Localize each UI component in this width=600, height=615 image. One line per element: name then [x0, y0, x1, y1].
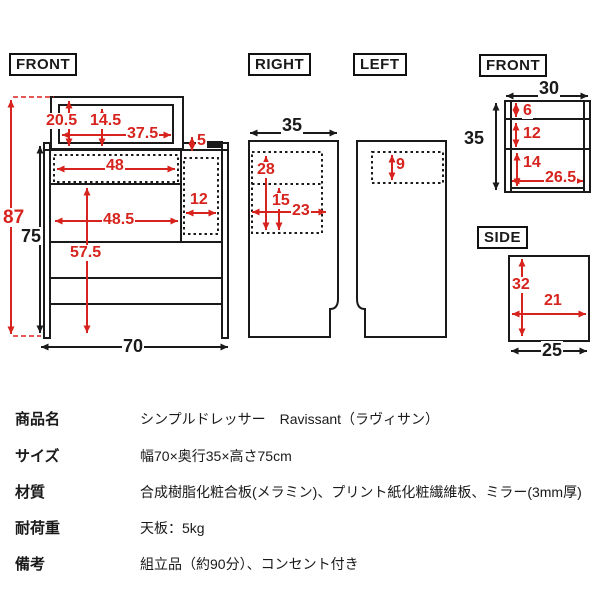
dim-mirror-frame-height: 20.5	[45, 112, 79, 129]
dim-front-body-height: 75	[20, 226, 43, 246]
dim-mirror-height: 14.5	[89, 112, 123, 129]
spec-row-load-capacity: 耐荷重 天板：5kg	[0, 517, 600, 537]
spec-label: サイズ	[15, 448, 60, 465]
dim-mirror-width: 37.5	[126, 125, 160, 142]
dim-right-inner-depth: 23	[291, 202, 311, 219]
dim-open-shelf-width: 48	[105, 157, 125, 174]
view-label-front-main: FRONT	[9, 53, 78, 76]
view-label-left: LEFT	[353, 53, 407, 76]
spec-value: 天板：5kg	[140, 520, 205, 536]
dim-small-inner-width: 26.5	[544, 169, 578, 186]
spec-row-product-name: 商品名 シンプルドレッサー Ravissant（ラヴィサン）	[0, 408, 600, 428]
dim-small-row1: 6	[522, 102, 533, 119]
side-panels-structure	[248, 140, 447, 338]
spec-value: 幅70×奥行35×高さ75cm	[140, 448, 292, 464]
view-label-right: RIGHT	[248, 53, 312, 76]
spec-value: 合成樹脂化粧合板(メラミン)、プリント紙化粧繊維板、ミラー(3mm厚)	[140, 484, 582, 500]
dim-left-opening-height: 9	[395, 156, 406, 173]
view-label-side: SIDE	[477, 226, 529, 249]
spec-label: 耐荷重	[15, 520, 61, 537]
dim-drawer-width: 48.5	[102, 211, 136, 228]
spec-row-notes: 備考 組立品（約90分）、コンセント付き	[0, 553, 600, 573]
spec-row-size: サイズ 幅70×奥行35×高さ75cm	[0, 445, 600, 465]
dim-top-panel: 5	[196, 132, 207, 149]
spec-label: 商品名	[15, 411, 61, 428]
dim-small-front-width: 30	[538, 78, 561, 98]
dim-right-upper-height: 28	[256, 161, 276, 178]
dim-side-depth: 25	[541, 340, 564, 360]
dim-small-row3: 14	[522, 154, 542, 171]
spec-value: 組立品（約90分）、コンセント付き	[140, 556, 359, 572]
dim-side-inner-height: 32	[511, 276, 531, 293]
dim-front-width: 70	[122, 336, 145, 356]
dim-right-compartment-width: 12	[189, 191, 209, 208]
spec-label: 備考	[15, 556, 46, 573]
dim-right-lower-height: 15	[271, 192, 291, 209]
dim-small-row2: 12	[522, 125, 542, 142]
dim-inner-height: 57.5	[69, 244, 103, 261]
spec-label: 材質	[15, 484, 46, 501]
dim-right-depth: 35	[281, 115, 304, 135]
spec-row-material: 材質 合成樹脂化粧合板(メラミン)、プリント紙化粧繊維板、ミラー(3mm厚)	[0, 481, 600, 501]
red-extension-lines	[13, 96, 54, 337]
view-label-front-small: FRONT	[479, 54, 548, 77]
spec-value: シンプルドレッサー Ravissant（ラヴィサン）	[140, 411, 440, 427]
power-outlet	[207, 141, 223, 148]
dim-side-inner-depth: 21	[543, 292, 563, 309]
dim-front-total-height: 87	[2, 207, 26, 228]
dim-small-front-height: 35	[463, 128, 486, 148]
dotted-openings	[53, 151, 444, 235]
